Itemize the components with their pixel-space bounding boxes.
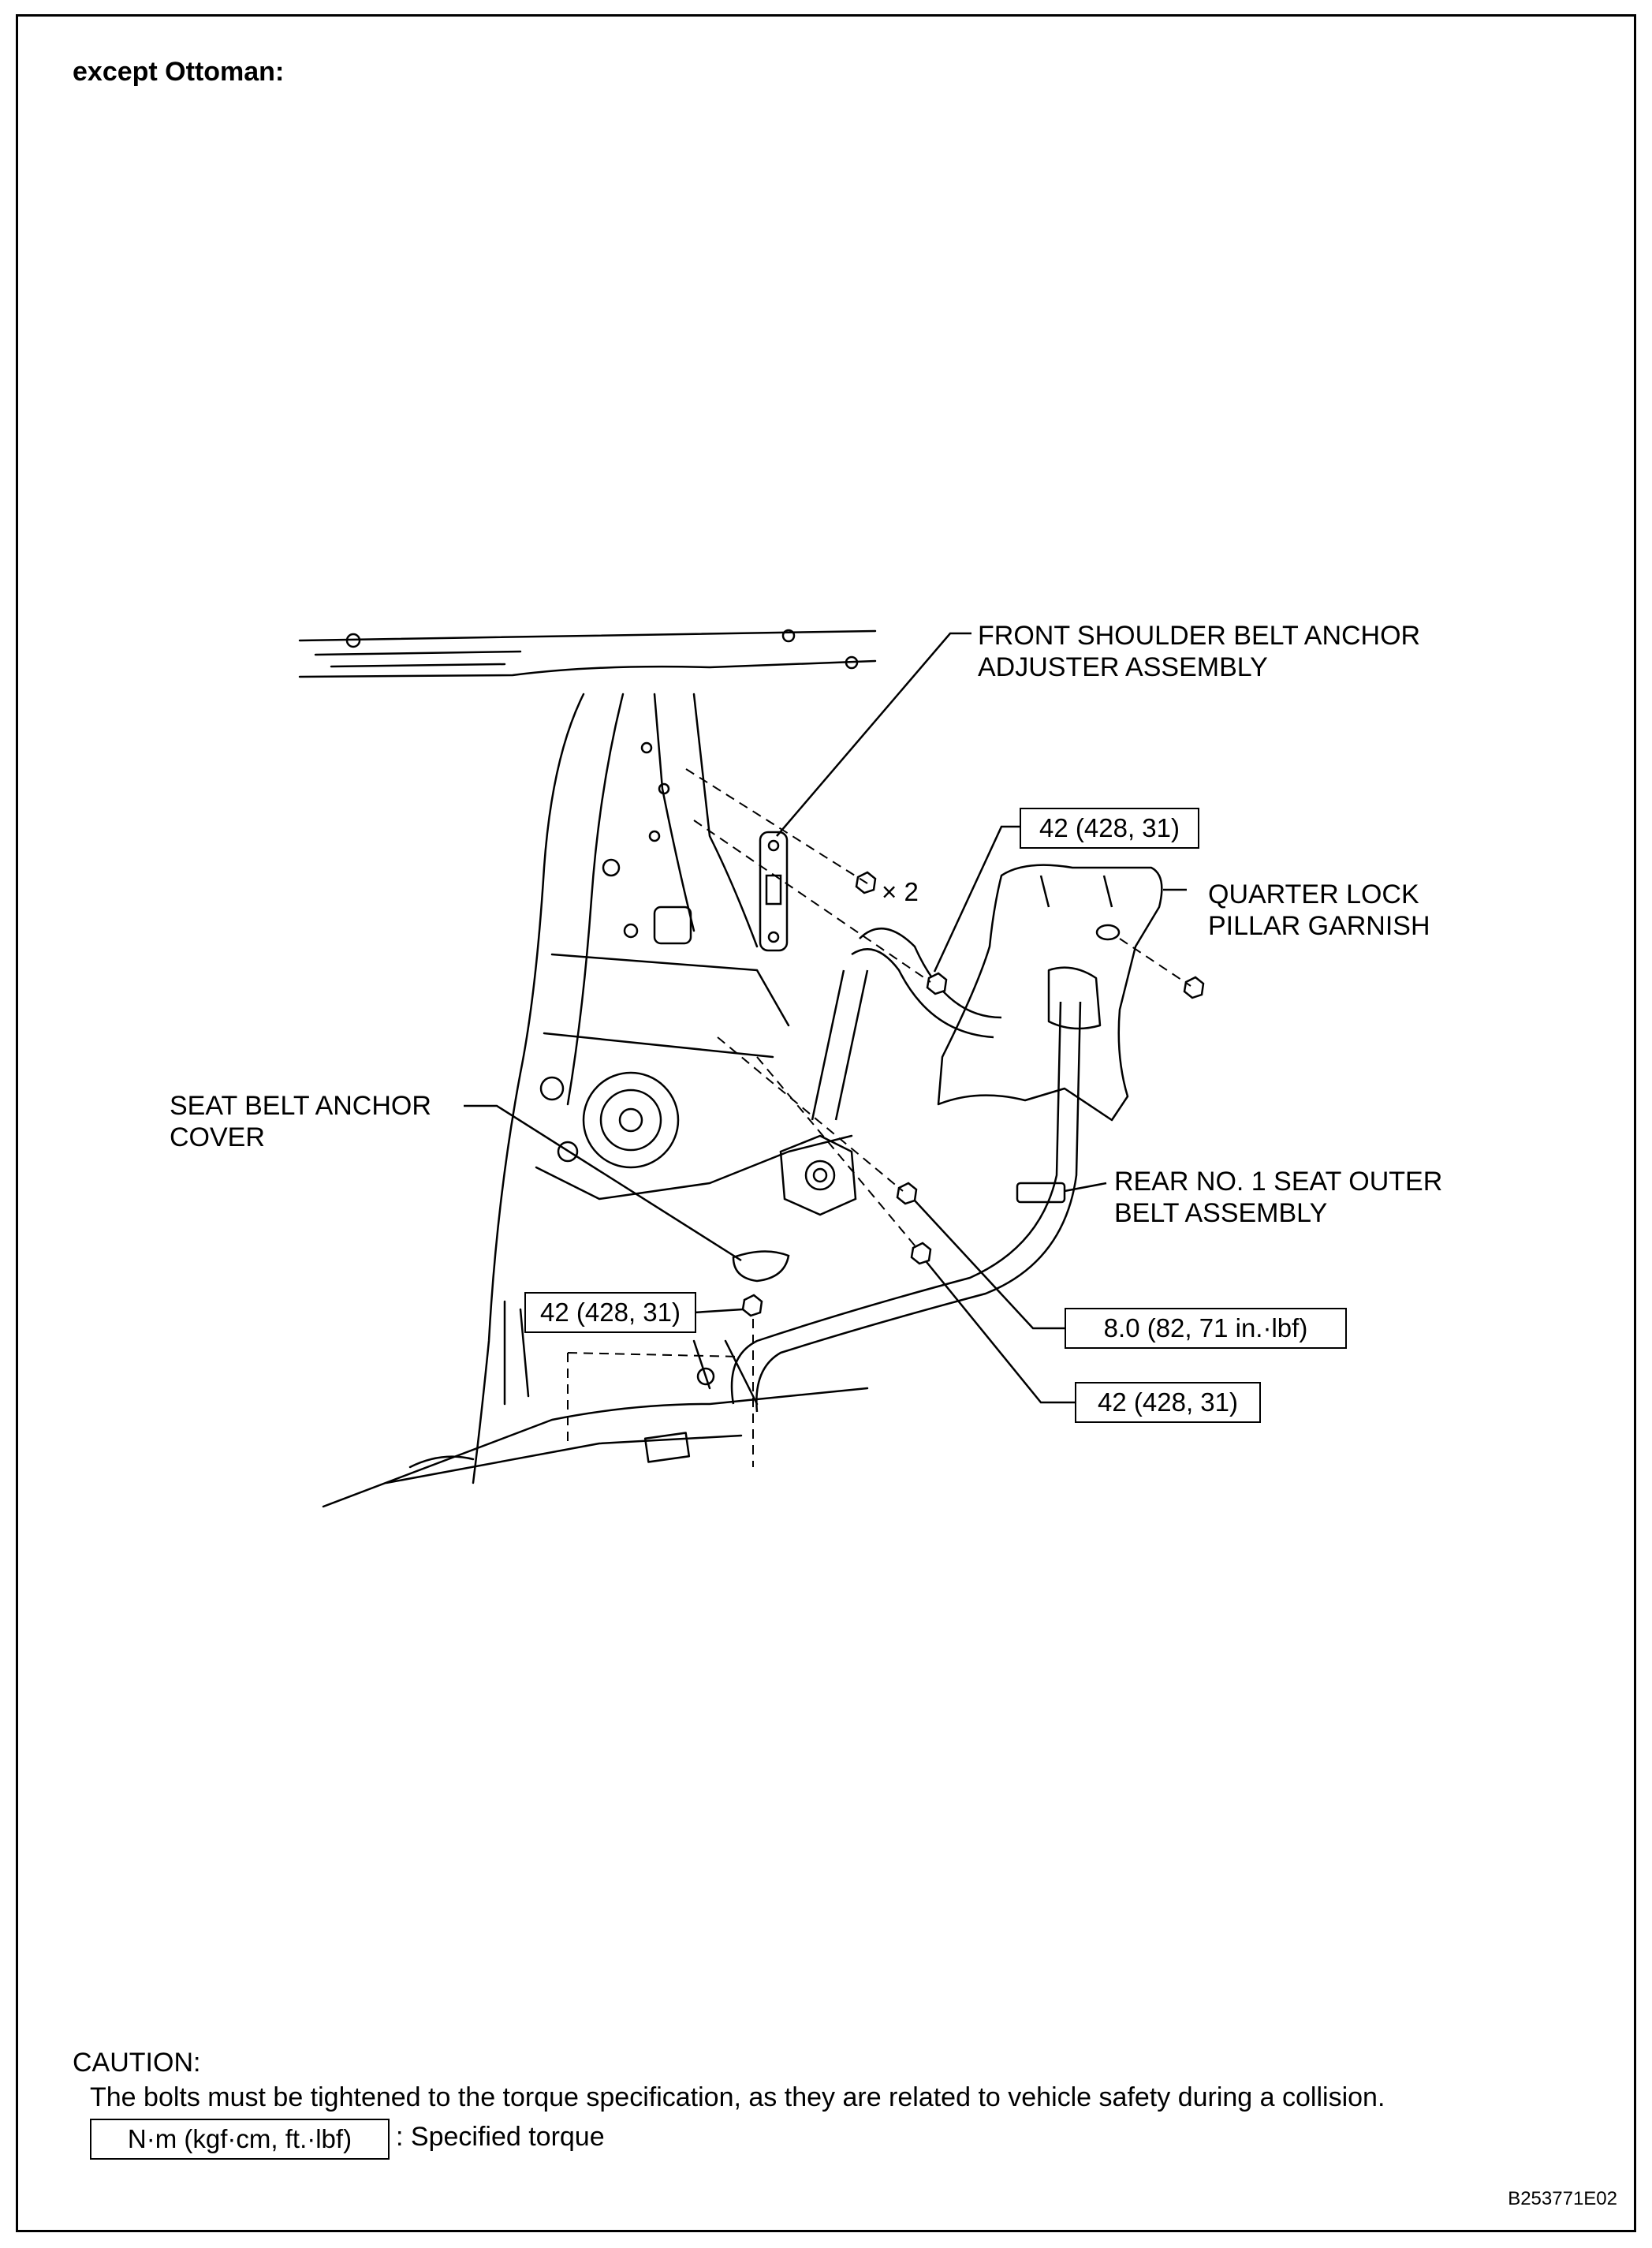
torque-retractor-upper: 8.0 (82, 71 in.·lbf) <box>1065 1308 1347 1349</box>
adjuster-assembly <box>759 831 789 952</box>
figure-id: B253771E02 <box>1508 2188 1617 2209</box>
quantity-note: × 2 <box>882 877 919 906</box>
seat-belt-anchor-cover <box>732 1250 790 1283</box>
retractor <box>779 1134 857 1216</box>
bolts <box>741 871 1205 1317</box>
label-front-shoulder-belt-anchor: FRONT SHOULDER BELT ANCHOR ADJUSTER ASSE… <box>978 621 1421 682</box>
caution-text: The bolts must be tightened to the torqu… <box>90 2082 1385 2112</box>
roof-rail <box>298 629 877 678</box>
torque-retractor-lower: 42 (428, 31) <box>1075 1382 1261 1423</box>
seat-belt-webbing <box>730 927 1082 1413</box>
caution-title: CAUTION: <box>73 2048 201 2078</box>
leader-retractor-bolt-1 <box>914 1200 1065 1330</box>
torque-upper-anchor: 42 (428, 31) <box>1020 808 1199 849</box>
leader-floor-anchor <box>693 1308 744 1314</box>
torque-floor-anchor: 42 (428, 31) <box>524 1292 696 1333</box>
pillar-outer <box>472 693 585 1484</box>
leader-retractor-bolt-2 <box>926 1261 1075 1404</box>
page-frame <box>16 14 1636 2232</box>
leader-anchor-cover <box>464 1104 742 1262</box>
floor-sill <box>322 1387 869 1508</box>
leader-upper-torque <box>933 825 1020 973</box>
torque-legend-box: N·m (kgf·cm, ft.·lbf) <box>90 2119 390 2160</box>
label-quarter-lock-pillar-garnish: QUARTER LOCK PILLAR GARNISH <box>1208 879 1430 941</box>
leader-rear-belt <box>1064 1182 1107 1193</box>
variant-heading: except Ottoman: <box>73 57 285 87</box>
label-rear-no1-seat-outer-belt: REAR NO. 1 SEAT OUTER BELT ASSEMBLY <box>1114 1167 1443 1228</box>
speaker <box>582 1071 680 1169</box>
label-seat-belt-anchor-cover: SEAT BELT ANCHOR COVER <box>170 1091 431 1152</box>
quarter-lock-pillar-garnish <box>937 864 1163 1122</box>
leader-front-shoulder <box>776 632 971 837</box>
torque-legend-text: : Specified torque <box>396 2122 605 2152</box>
